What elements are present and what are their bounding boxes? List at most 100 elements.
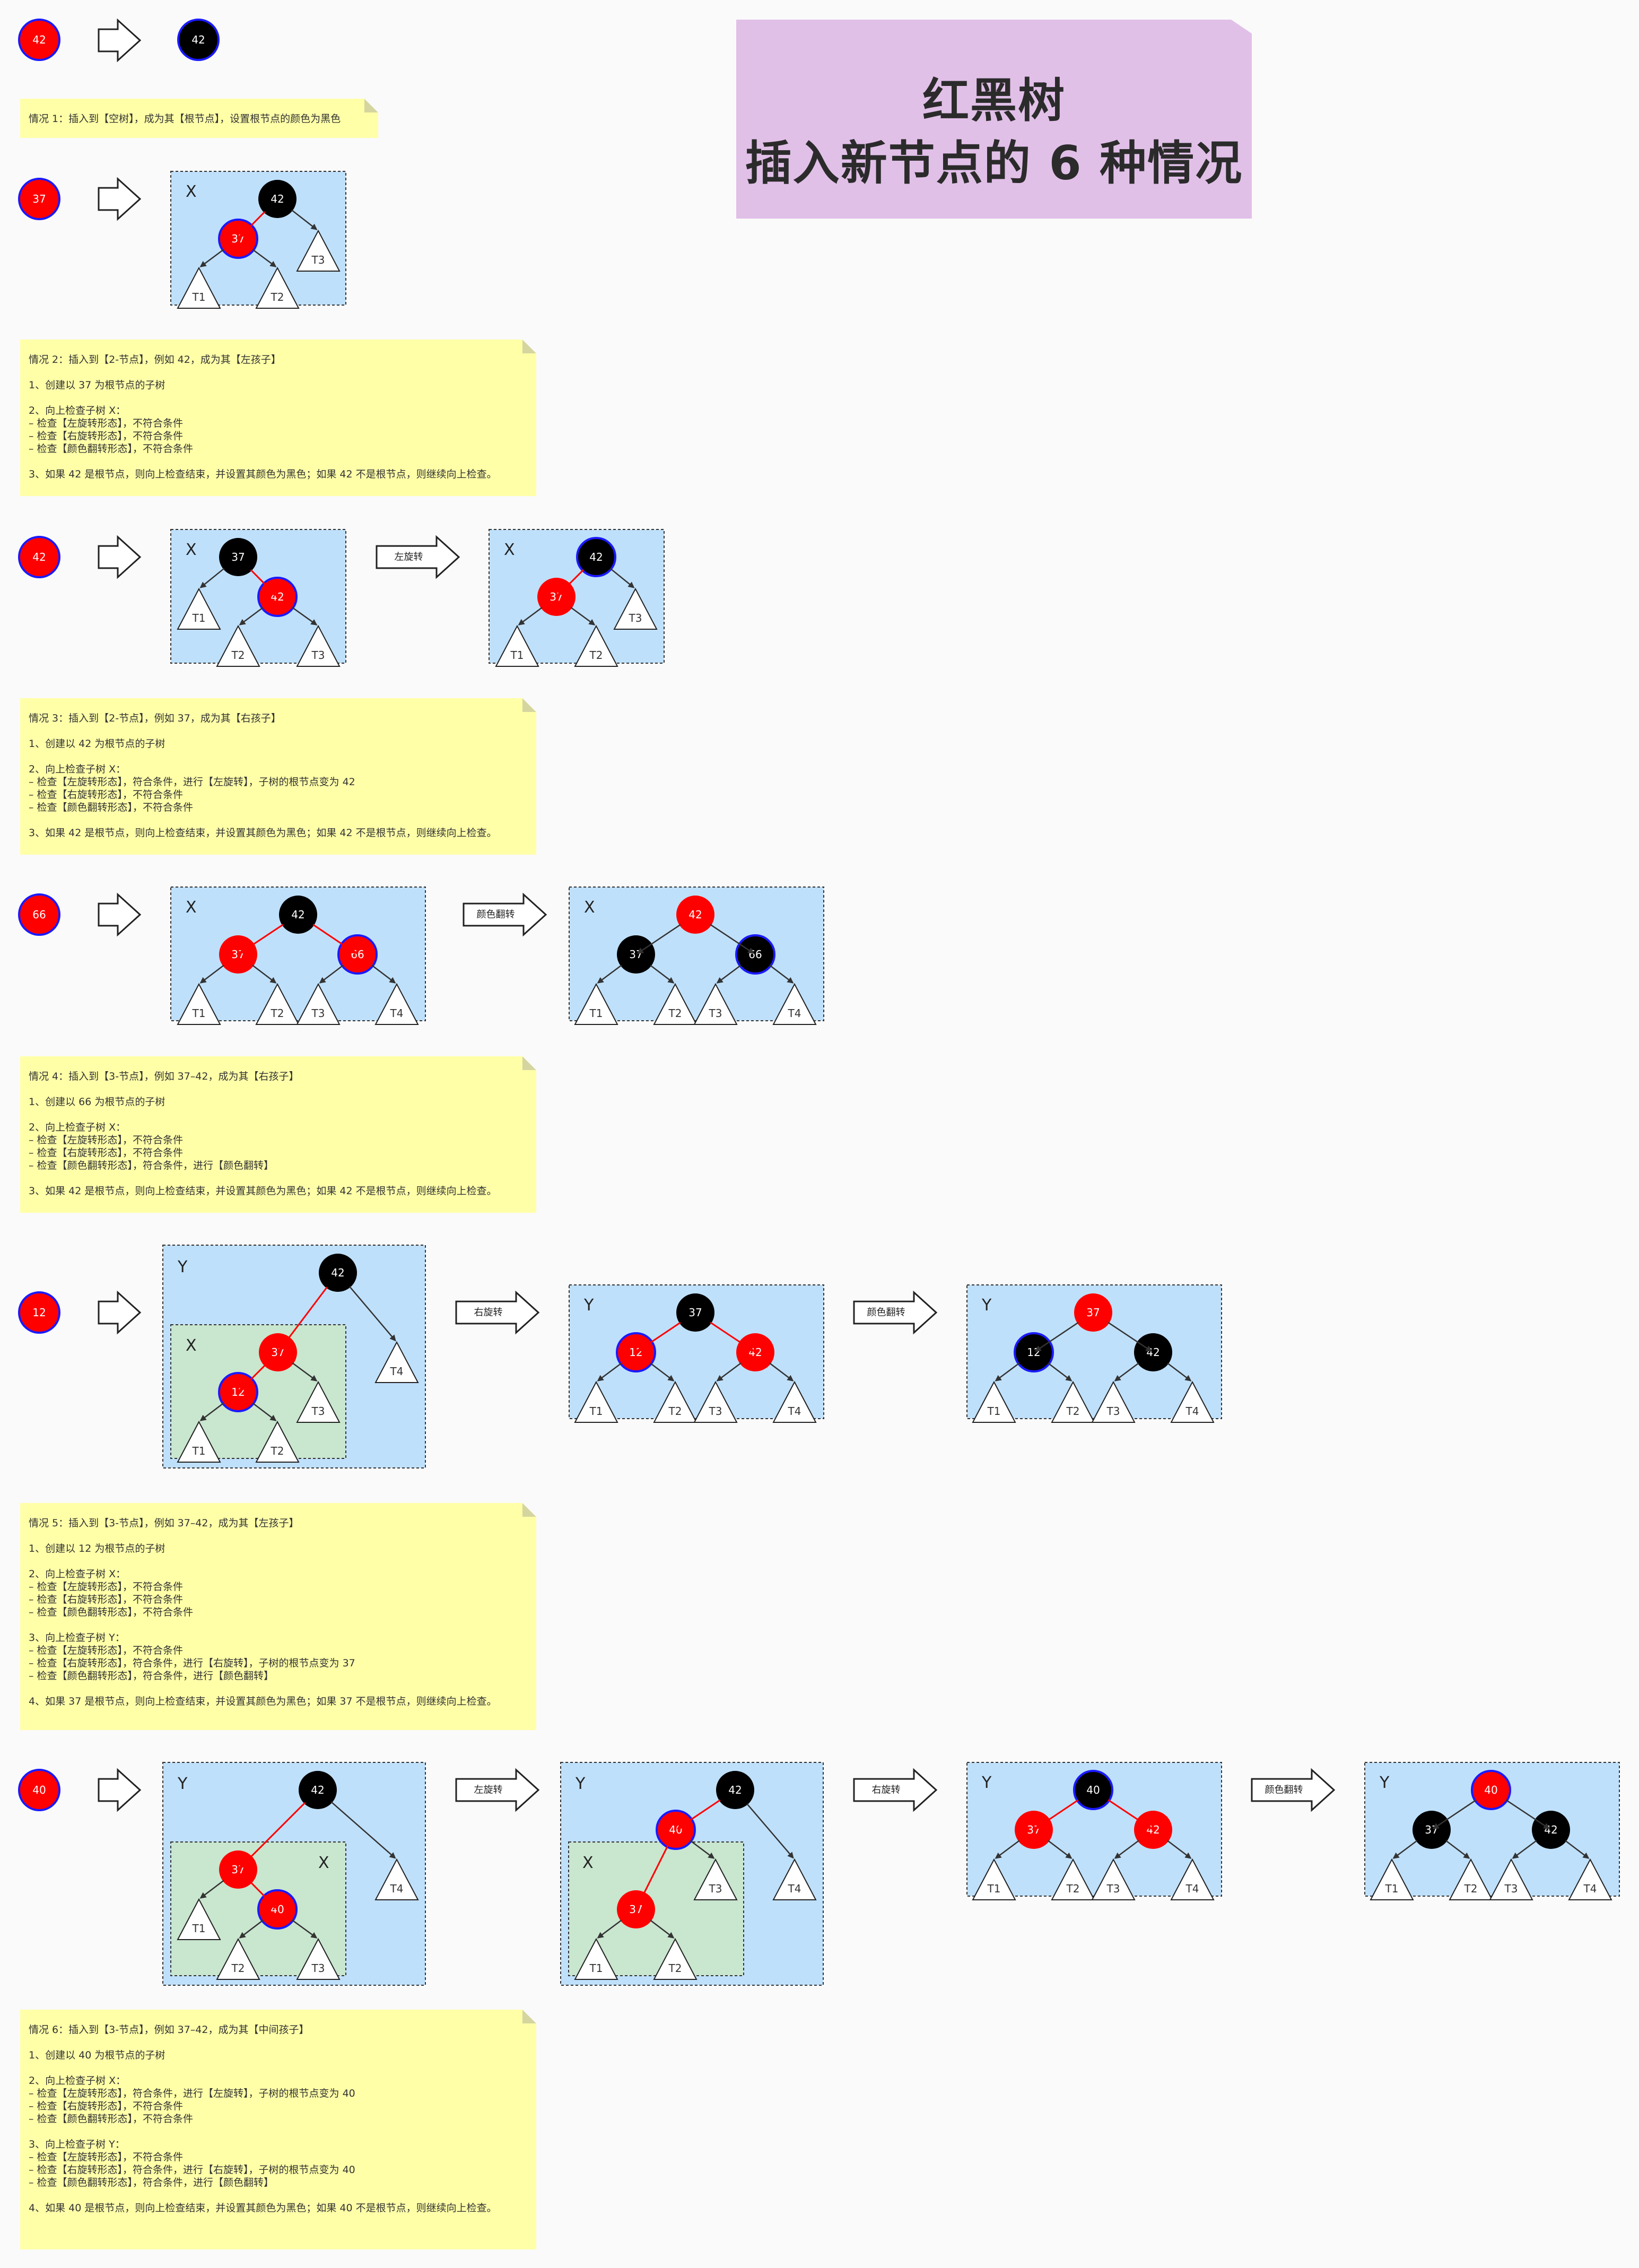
tree-node-42 [319, 1254, 357, 1292]
subtree-triangle-t2 [255, 1420, 300, 1463]
transition-label-color_flip: 颜色翻转 [1265, 1785, 1303, 1796]
tree-node-66 [18, 893, 60, 936]
tree-node-12 [1014, 1332, 1054, 1372]
black-link [1445, 1840, 1470, 1859]
leaf-label-t3: T3 [311, 1007, 325, 1020]
node-key-42: 42 [1146, 1823, 1159, 1836]
subtree-triangle-t1 [574, 1937, 618, 1980]
subtree-label-y: Y [177, 1258, 188, 1276]
transition-label-rotate_left: 左旋转 [474, 1785, 503, 1796]
subtree-triangle-t2 [1051, 1380, 1095, 1423]
black-link [239, 1919, 264, 1939]
title-line-2: 插入新节点的 6 种情况 [745, 136, 1243, 190]
node-key-37: 37 [32, 193, 46, 205]
note-line: – 检查【颜色翻转形态】，不符合条件 [29, 2113, 194, 2125]
note-line: – 检查【左旋转形态】，不符合条件 [29, 2151, 184, 2163]
node-key-37: 37 [271, 1346, 284, 1359]
tree-node-37 [617, 1890, 655, 1928]
red-link [250, 1882, 277, 1909]
subtree-triangle-t2 [1449, 1858, 1493, 1900]
leaf-label-t4: T4 [390, 1007, 404, 1020]
note-line: 情况 4：插入到【3-节点】，例如 37–42，成为其【右孩子】 [29, 1071, 299, 1082]
leaf-label-t4: T4 [788, 1007, 801, 1020]
note-case4: 情况 4：插入到【3-节点】，例如 37–42，成为其【右孩子】1、创建以 66… [20, 1056, 536, 1213]
node-key-42: 42 [32, 33, 46, 46]
subtree-triangle-t4 [772, 1380, 817, 1423]
leaf-label-t2: T2 [1464, 1882, 1478, 1895]
subtree-triangle-t2 [653, 1937, 698, 1980]
note-case2: 情况 2：插入到【2-节点】，例如 42，成为其【左孩子】1、创建以 37 为根… [20, 340, 536, 496]
note-line: 3、如果 42 是根节点，则向上检查结束，并设置其颜色为黑色；如果 42 不是根… [29, 1185, 497, 1197]
tree-node-37 [1074, 1293, 1112, 1332]
tree-node-42 [1134, 1333, 1172, 1371]
leaf-label-t3: T3 [709, 1882, 722, 1895]
note-line: 1、创建以 12 为根节点的子树 [29, 1543, 165, 1554]
subtree-triangle-t1 [177, 983, 221, 1025]
tree-node-42 [1532, 1811, 1570, 1849]
red-link [239, 1802, 306, 1869]
transition-arrow [455, 1290, 540, 1335]
black-link [518, 607, 543, 625]
note-line: – 检查【左旋转形态】，不符合条件 [29, 1645, 184, 1656]
tree-node-40 [1073, 1770, 1113, 1810]
transition-arrow [98, 177, 142, 221]
subtree-triangle-t3 [296, 983, 341, 1025]
note-line: 2、向上检查子树 X： [29, 1122, 126, 1133]
title-box: 红黑树 插入新节点的 6 种情况 [736, 20, 1252, 219]
black-link [291, 606, 318, 625]
red-link [676, 1799, 721, 1830]
leaf-label-t3: T3 [311, 1405, 325, 1418]
leaf-label-t1: T1 [589, 1962, 603, 1975]
transition-label-rotate_right: 右旋转 [872, 1785, 901, 1796]
tree-node-12 [616, 1332, 656, 1372]
note-line: – 检查【颜色翻转形态】，符合条件，进行【颜色翻转】 [29, 1670, 274, 1682]
node-key-42: 42 [748, 1346, 762, 1359]
transition-arrow [98, 1290, 142, 1335]
leaf-label-t2: T2 [231, 1962, 245, 1975]
tree-node-42 [676, 896, 714, 934]
transition-arrow [455, 1768, 540, 1812]
leaf-label-t1: T1 [192, 1007, 206, 1020]
subtree-triangle-t1 [574, 1380, 618, 1423]
leaf-label-t2: T2 [1066, 1882, 1080, 1895]
leaf-label-t1: T1 [510, 649, 524, 662]
black-link [597, 964, 622, 984]
black-link [1167, 1362, 1192, 1381]
node-key-42: 42 [32, 551, 46, 563]
leaf-label-t2: T2 [589, 649, 603, 662]
note-line: – 检查【右旋转形态】，符合条件，进行【右旋转】，子树的根节点变为 40 [29, 2164, 355, 2176]
subtree-label-y: Y [981, 1774, 992, 1792]
black-link [199, 568, 225, 588]
node-key-37: 37 [688, 1306, 702, 1319]
subtree-triangle-t1 [177, 1898, 221, 1940]
leaf-label-t1: T1 [192, 291, 206, 303]
node-key-42: 42 [728, 1784, 742, 1796]
node-key-37: 37 [629, 1903, 642, 1916]
subtree-triangle-t3 [1091, 1858, 1136, 1900]
black-link [1505, 1799, 1550, 1829]
tree-node-42 [258, 180, 297, 218]
black-link [597, 1362, 622, 1381]
tree-node-66 [735, 934, 775, 975]
subtree-triangle-t3 [296, 229, 341, 272]
subtree-label-x: X [318, 1854, 329, 1872]
black-link [637, 924, 681, 954]
note-line: 4、如果 40 是根节点，则向上检查结束，并设置其颜色为黑色；如果 40 不是根… [29, 2202, 497, 2214]
note-line: – 检查【颜色翻转形态】，不符合条件 [29, 802, 194, 813]
transition-arrow [853, 1290, 938, 1335]
note-line: 情况 6：插入到【3-节点】，例如 37–42，成为其【中间孩子】 [29, 2024, 309, 2036]
note-line: – 检查【左旋转形态】，不符合条件 [29, 418, 184, 429]
node-key-42: 42 [1544, 1823, 1557, 1836]
subtree-triangle-t3 [693, 983, 738, 1025]
red-link [637, 1322, 681, 1352]
note-line: – 检查【颜色翻转形态】，符合条件，进行【颜色翻转】 [29, 2177, 274, 2188]
leaf-label-t2: T2 [271, 1007, 284, 1020]
note-line: 情况 2：插入到【2-节点】，例如 42，成为其【左孩子】 [29, 354, 281, 366]
subtree-triangle-t4 [374, 1341, 419, 1383]
black-link [1432, 1799, 1477, 1829]
red-link [278, 1287, 328, 1352]
tree-node-42 [1134, 1811, 1172, 1849]
node-key-12: 12 [32, 1306, 46, 1319]
red-link [636, 1845, 669, 1909]
subtree-triangle-t2 [653, 983, 698, 1025]
